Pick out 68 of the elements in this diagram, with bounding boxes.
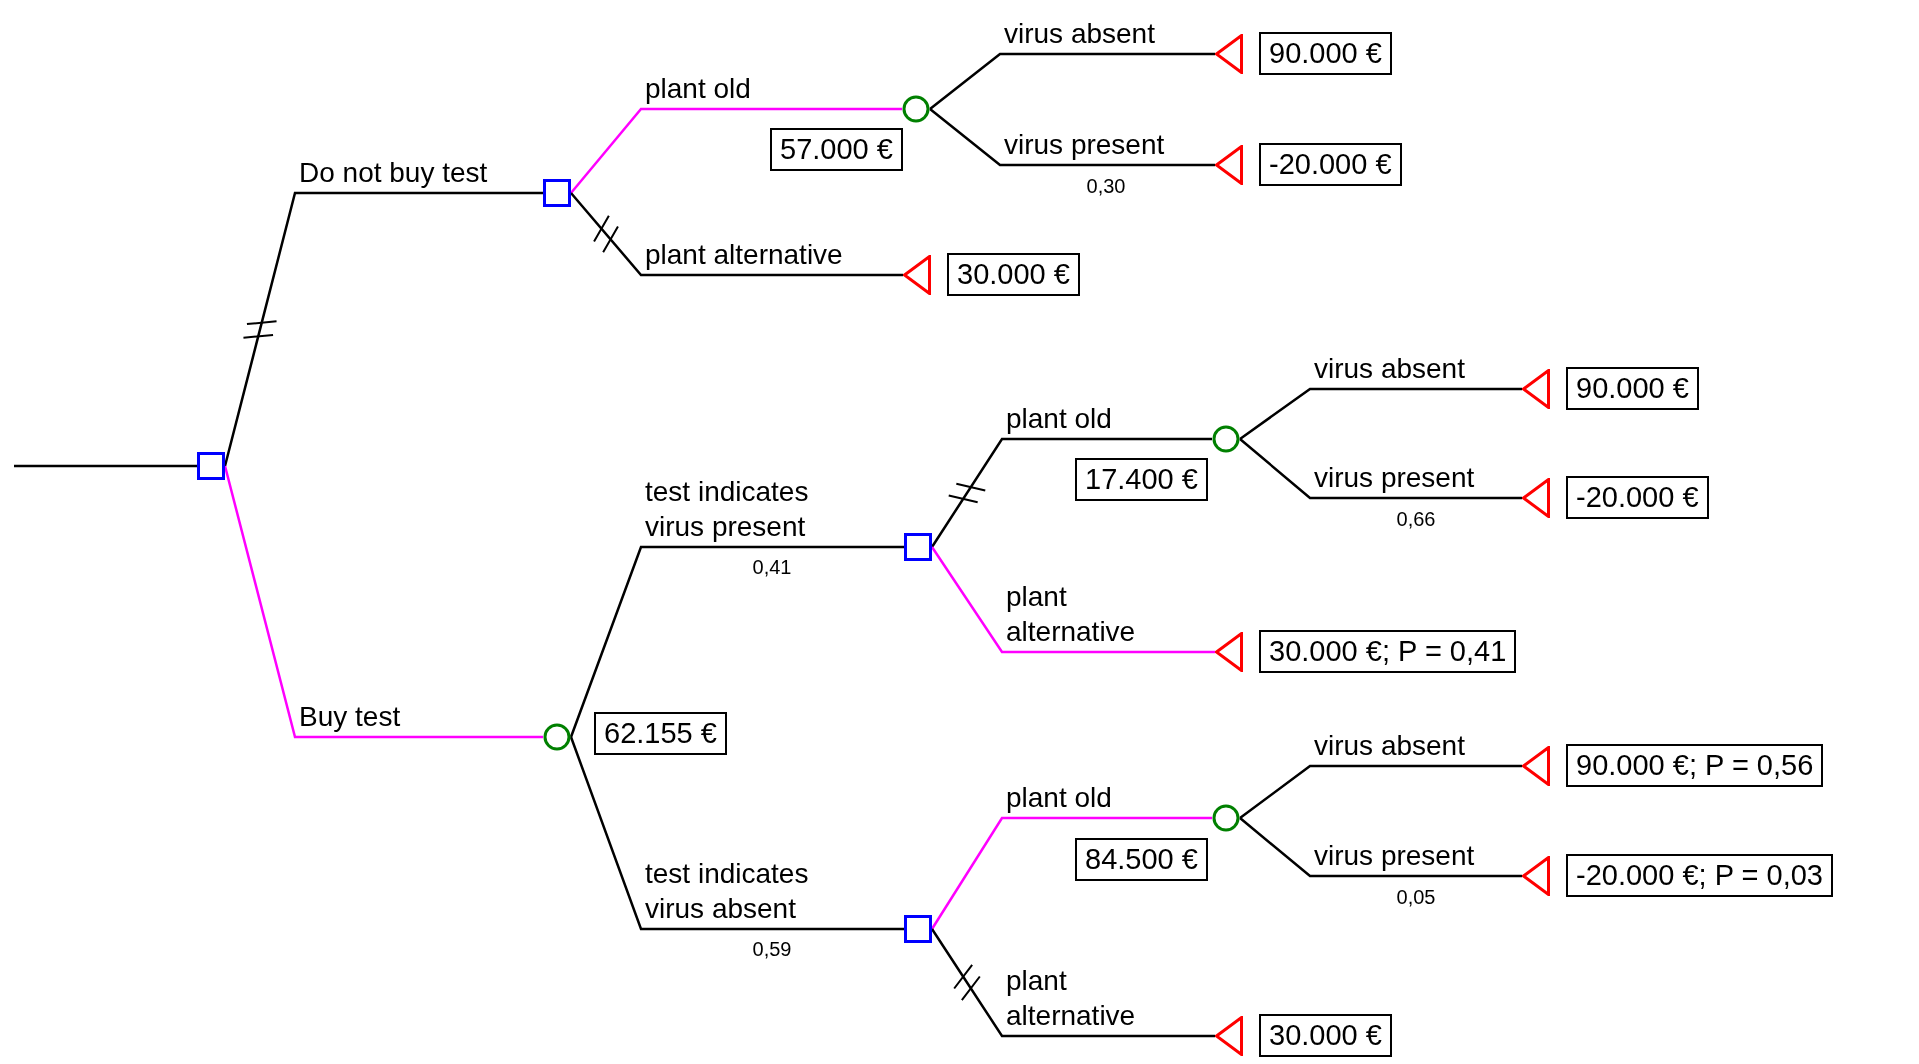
terminal-node <box>1522 369 1550 409</box>
branch-line <box>930 928 1215 1038</box>
terminal-node <box>1522 746 1550 786</box>
branch-label: virus absent <box>1314 729 1465 763</box>
payoff-value-box: 90.000 € <box>1566 367 1699 410</box>
decision-node <box>197 452 225 480</box>
expected-value-box: 84.500 € <box>1075 838 1208 881</box>
branch-line <box>569 736 904 931</box>
branch-line <box>569 545 904 738</box>
branch-line <box>1239 764 1522 819</box>
payoff-value-box: 30.000 € <box>947 253 1080 296</box>
payoff-value-box: 90.000 €; P = 0,56 <box>1566 744 1824 787</box>
payoff-value-box: 30.000 € <box>1259 1014 1392 1057</box>
terminal-node <box>1522 478 1550 518</box>
branch-label: test indicates virus present <box>645 475 810 544</box>
branch-line <box>570 192 903 277</box>
decision-node <box>904 533 932 561</box>
branch-line <box>223 465 543 739</box>
branch-label: plant alternative <box>1006 580 1137 649</box>
branch-label: Do not buy test <box>299 156 488 190</box>
branch-label: Buy test <box>299 700 401 734</box>
branch-label: virus absent <box>1314 352 1465 386</box>
branch-label: plant old <box>645 72 751 106</box>
expected-value-box: 62.155 € <box>594 712 727 755</box>
branch-label: plant alternative <box>645 238 843 272</box>
branch-line <box>1239 438 1522 500</box>
payoff-value-box: 30.000 €; P = 0,41 <box>1259 630 1517 673</box>
terminal-node <box>1215 34 1243 74</box>
branch-label: plant old <box>1006 402 1112 436</box>
branch-line <box>929 52 1215 110</box>
branch-label: virus present <box>1004 128 1165 162</box>
branch-line <box>570 107 902 194</box>
expected-value-box: 17.400 € <box>1075 458 1208 501</box>
terminal-node <box>1522 856 1550 896</box>
chance-node <box>1212 804 1240 832</box>
chance-node <box>902 95 930 123</box>
branch-line <box>1239 817 1522 878</box>
terminal-node <box>903 255 931 295</box>
branch-line <box>223 191 543 467</box>
terminal-node <box>1215 632 1243 672</box>
payoff-value-box: 90.000 € <box>1259 32 1392 75</box>
branch-line <box>1239 387 1522 440</box>
branch-label: plant alternative <box>1006 964 1137 1033</box>
branch-line <box>930 816 1212 930</box>
branch-line <box>14 464 197 468</box>
branch-label: plant old <box>1006 781 1112 815</box>
probability-label: 0,66 <box>1396 508 1436 531</box>
payoff-value-box: -20.000 € <box>1566 476 1709 519</box>
payoff-value-box: -20.000 € <box>1259 143 1402 186</box>
branch-label: virus present <box>1314 461 1475 495</box>
decision-node <box>543 179 571 207</box>
chance-node <box>543 723 571 751</box>
branch-label: test indicates virus absent <box>645 857 810 926</box>
terminal-node <box>1215 1016 1243 1056</box>
probability-label: 0,05 <box>1396 886 1436 909</box>
expected-value-box: 57.000 € <box>770 128 903 171</box>
chance-node <box>1212 425 1240 453</box>
probability-label: 0,41 <box>752 556 792 579</box>
branch-line <box>930 546 1215 654</box>
decision-node <box>904 915 932 943</box>
payoff-value-box: -20.000 €; P = 0,03 <box>1566 854 1833 897</box>
branch-line <box>930 437 1212 548</box>
terminal-node <box>1215 145 1243 185</box>
probability-label: 0,59 <box>752 938 792 961</box>
branch-line <box>929 108 1215 167</box>
probability-label: 0,30 <box>1086 175 1126 198</box>
branch-label: virus absent <box>1004 17 1155 51</box>
branch-label: virus present <box>1314 839 1475 873</box>
